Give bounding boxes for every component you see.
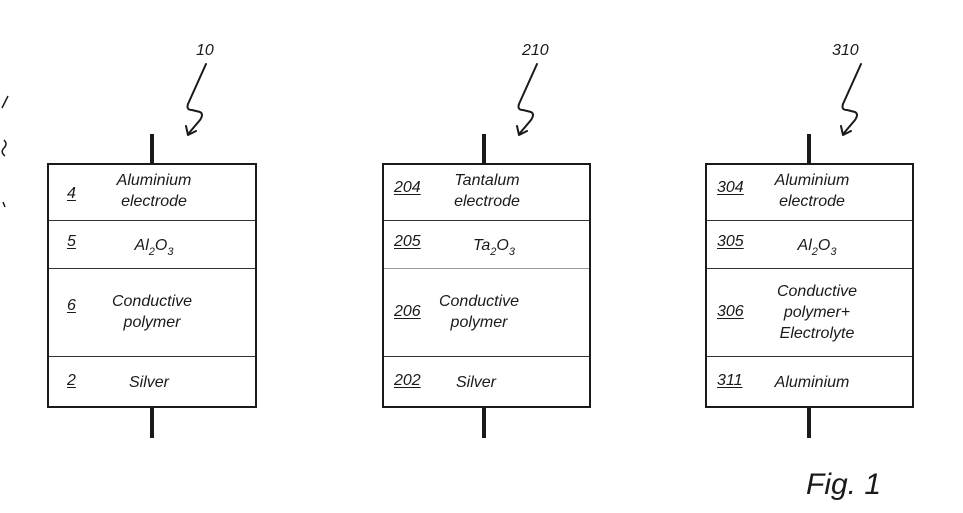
layer-label: Aluminium electrode (757, 170, 867, 212)
layer-number: 204 (394, 179, 421, 197)
layer-polymer-electrolyte: 306 Conductive polymer+ Electrolyte (707, 268, 912, 356)
layer-cathode: 202 Silver (384, 356, 589, 406)
formula-element: O (818, 237, 830, 254)
formula-element: Al (798, 237, 812, 254)
formula-subscript: 2 (149, 246, 155, 258)
layer-formula: Al2O3 (767, 235, 867, 262)
formula-element: O (496, 237, 508, 254)
layer-number: 2 (67, 372, 76, 390)
layer-number: 205 (394, 233, 421, 251)
layer-label: Aluminium electrode (99, 170, 209, 212)
layer-formula: Ta2O3 (444, 235, 544, 262)
layer-number: 311 (717, 372, 743, 390)
layer-electrode: 304 Aluminium electrode (707, 165, 912, 220)
leader-arrow-210 (519, 64, 538, 133)
layer-label: Conductive polymer (424, 291, 534, 333)
formula-subscript: 3 (167, 246, 173, 258)
layer-number: 305 (717, 233, 744, 251)
ref-number-310: 310 (832, 42, 859, 60)
capacitor-block-310: 304 Aluminium electrode 305 Al2O3 306 Co… (705, 163, 914, 408)
layer-label: Conductive polymer+ Electrolyte (762, 281, 872, 344)
layer-label: Silver (436, 372, 516, 393)
layer-number: 202 (394, 372, 421, 390)
edge-artifact (2, 140, 6, 156)
layer-label: Tantalum electrode (437, 170, 537, 212)
formula-element: O (155, 237, 167, 254)
edge-artifact (3, 202, 5, 207)
layer-label: Conductive polymer (97, 291, 207, 333)
edge-artifact (2, 96, 8, 108)
layer-oxide: 305 Al2O3 (707, 220, 912, 268)
capacitor-block-10: 4 Aluminium electrode 5 Al2O3 6 Conducti… (47, 163, 257, 408)
ref-number-10: 10 (196, 42, 214, 60)
formula-element: Ta (473, 237, 490, 254)
layer-polymer: 6 Conductive polymer (49, 268, 255, 356)
layer-label: Silver (99, 372, 199, 393)
figure-label: Fig. 1 (806, 468, 881, 502)
formula-subscript: 2 (812, 246, 818, 258)
leader-arrow-10 (188, 64, 207, 133)
layer-number: 304 (717, 179, 744, 197)
formula-subscript: 3 (509, 246, 515, 258)
capacitor-block-210: 204 Tantalum electrode 205 Ta2O3 206 Con… (382, 163, 591, 408)
layer-electrode: 4 Aluminium electrode (49, 165, 255, 220)
layer-formula: Al2O3 (104, 235, 204, 262)
layer-cathode: 2 Silver (49, 356, 255, 406)
layer-electrode: 204 Tantalum electrode (384, 165, 589, 220)
formula-subscript: 2 (490, 246, 496, 258)
layer-number: 4 (67, 185, 76, 203)
layer-label: Aluminium (762, 372, 862, 393)
formula-element: Al (135, 237, 149, 254)
layer-oxide: 205 Ta2O3 (384, 220, 589, 268)
layer-number: 306 (717, 303, 744, 321)
layer-oxide: 5 Al2O3 (49, 220, 255, 268)
ref-number-210: 210 (522, 42, 549, 60)
layer-number: 5 (67, 233, 76, 251)
leader-arrow-310 (843, 64, 862, 133)
layer-number: 206 (394, 303, 421, 321)
layer-cathode: 311 Aluminium (707, 356, 912, 406)
layer-polymer: 206 Conductive polymer (384, 268, 589, 356)
formula-subscript: 3 (830, 246, 836, 258)
layer-number: 6 (67, 297, 76, 315)
